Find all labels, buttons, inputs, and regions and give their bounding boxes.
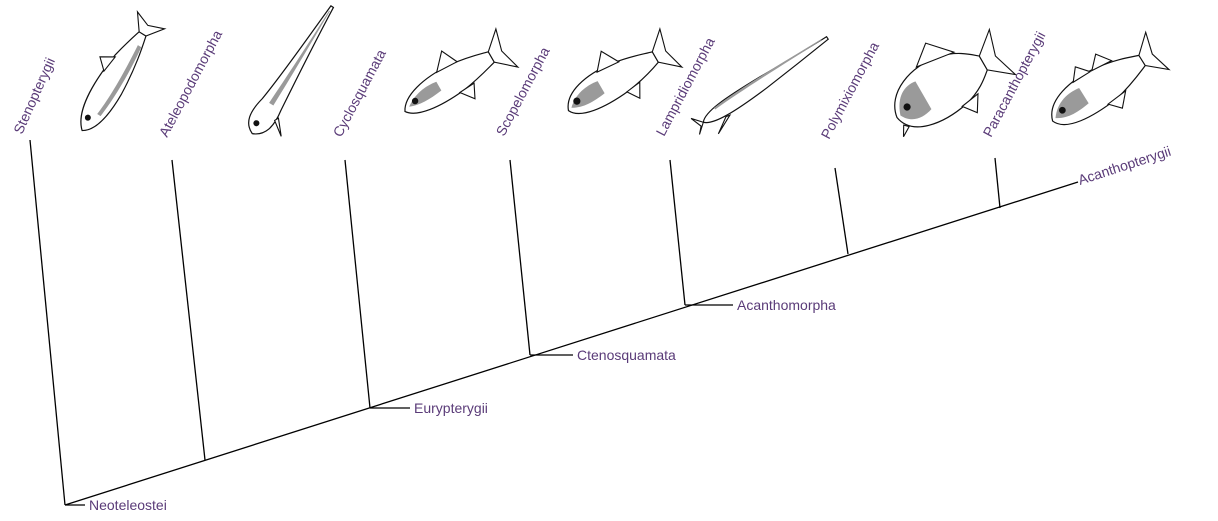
node-label-ctenosquamata: Ctenosquamata <box>577 347 676 363</box>
fish-polymixiomorpha-icon <box>869 12 1023 150</box>
taxon-label-ateleopodomorpha: Ateleopodomorpha <box>156 27 226 139</box>
node-label-neoteleostei: Neoteleostei <box>89 497 167 513</box>
fish-paracanthopterygii-icon <box>1035 25 1174 143</box>
fish-stenopterygii-icon <box>62 8 165 139</box>
branch-scopelomorpha <box>510 160 530 355</box>
branch-paracanthopterygii <box>995 158 1000 208</box>
branch-cyclosquamata <box>345 160 370 408</box>
taxon-label-polymixiomorpha: Polymixiomorpha <box>818 39 883 142</box>
branch-ateleopodomorpha <box>172 160 205 460</box>
taxon-label-acanthopterygii: Acanthopterygii <box>1076 143 1173 188</box>
branch-polymixiomorpha <box>835 168 848 254</box>
taxon-label-stenopterygii: Stenopterygii <box>10 55 58 136</box>
branch-stenopterygii <box>30 140 65 505</box>
node-label-eurypterygii: Eurypterygii <box>414 400 488 416</box>
node-label-acanthomorpha: Acanthomorpha <box>737 297 836 313</box>
branch-lampridiomorpha <box>670 160 685 305</box>
backbone-line <box>65 182 1078 505</box>
taxon-label-cyclosquamata: Cyclosquamata <box>330 47 390 140</box>
